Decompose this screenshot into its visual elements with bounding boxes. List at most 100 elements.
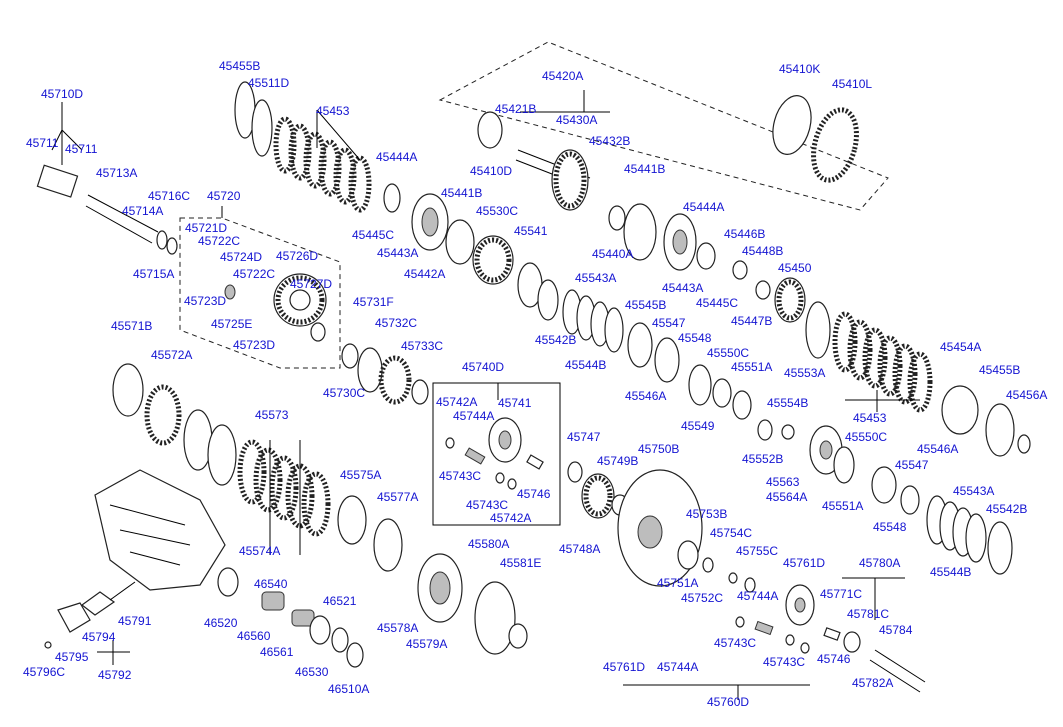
part-label: 45580A bbox=[468, 537, 510, 551]
part-label: 45713A bbox=[96, 166, 138, 180]
part-label: 45747 bbox=[567, 430, 601, 444]
part-label: 45410K bbox=[779, 62, 821, 76]
part-label: 45544B bbox=[565, 358, 607, 372]
part-label: 45755C bbox=[736, 544, 779, 558]
part-label: 45432B bbox=[589, 134, 631, 148]
part-label: 45780A bbox=[859, 556, 901, 570]
part-label: 45563 bbox=[766, 475, 800, 489]
part-label: 45746 bbox=[517, 487, 551, 501]
part-label: 45750B bbox=[638, 442, 680, 456]
part-label: 45543A bbox=[953, 484, 995, 498]
part-label: 45541 bbox=[514, 224, 548, 238]
part-label: 45744A bbox=[737, 589, 779, 603]
part-label: 45743C bbox=[466, 498, 509, 512]
part-label: 45441B bbox=[624, 162, 666, 176]
part-label: 45723D bbox=[233, 338, 276, 352]
carrier-45553a bbox=[757, 419, 1013, 575]
part-label: 45564A bbox=[766, 490, 808, 504]
part-label: 45448B bbox=[742, 244, 784, 258]
part-label: 45575A bbox=[340, 468, 382, 482]
part-label: 45445C bbox=[696, 296, 739, 310]
part-label: 45442A bbox=[404, 267, 446, 281]
part-label: 45782A bbox=[852, 676, 894, 690]
part-label: 45450 bbox=[778, 261, 812, 275]
part-label: 45551A bbox=[822, 499, 864, 513]
part-label: 45546A bbox=[917, 442, 959, 456]
part-label: 45711 bbox=[26, 136, 59, 150]
part-label: 45441B bbox=[441, 186, 483, 200]
part-label: 45551A bbox=[731, 360, 773, 374]
part-label: 45730C bbox=[323, 386, 366, 400]
part-label: 45430A bbox=[556, 113, 598, 127]
part-label: 45723D bbox=[184, 294, 227, 308]
part-label: 45792 bbox=[98, 668, 132, 682]
part-label: 45548 bbox=[873, 520, 907, 534]
part-label: 45715A bbox=[133, 267, 175, 281]
part-label: 45760D bbox=[707, 695, 750, 709]
part-label: 45732C bbox=[375, 316, 418, 330]
carrier-45726d bbox=[224, 273, 327, 342]
part-label: 45549 bbox=[681, 419, 715, 433]
part-label: 45574A bbox=[239, 544, 281, 558]
part-label: 45552B bbox=[742, 452, 784, 466]
part-label: 45752C bbox=[681, 591, 724, 605]
part-label: 45511D bbox=[248, 76, 290, 90]
clutch-45441b bbox=[608, 203, 806, 323]
part-label: 45577A bbox=[377, 490, 419, 504]
part-label: 45761D bbox=[783, 556, 826, 570]
part-label: 45721D bbox=[185, 221, 228, 235]
part-label: 45572A bbox=[151, 348, 193, 362]
part-label: 46520 bbox=[204, 616, 238, 630]
parts-4579x bbox=[44, 581, 136, 649]
part-label: 45571B bbox=[111, 319, 153, 333]
part-label: 45443A bbox=[377, 246, 419, 260]
clutch-stack-upper bbox=[234, 81, 401, 213]
input-shaft bbox=[36, 164, 178, 255]
part-label: 46530 bbox=[295, 665, 329, 679]
part-label: 45553A bbox=[784, 366, 826, 380]
part-label: 45731F bbox=[353, 295, 394, 309]
part-label: 46510A bbox=[328, 682, 370, 696]
part-label: 45420A bbox=[542, 69, 584, 83]
part-label: 45746 bbox=[817, 652, 851, 666]
part-label: 45447B bbox=[731, 314, 773, 328]
part-label: 45421B bbox=[495, 102, 537, 116]
part-label: 45581E bbox=[500, 556, 542, 570]
part-label: 45542B bbox=[986, 502, 1028, 516]
part-label: 45742A bbox=[490, 511, 532, 525]
part-label: 45548 bbox=[678, 331, 712, 345]
part-label: 45445C bbox=[352, 228, 395, 242]
part-label: 45749B bbox=[597, 454, 639, 468]
part-label: 45710D bbox=[41, 87, 84, 101]
part-label: 45725E bbox=[211, 317, 253, 331]
part-label: 45578A bbox=[377, 621, 419, 635]
part-label: 45771C bbox=[820, 587, 863, 601]
part-label: 45550C bbox=[707, 346, 750, 360]
group-box-45740d bbox=[432, 382, 561, 526]
clutch-stack-lower bbox=[112, 363, 528, 655]
part-label: 45794 bbox=[82, 630, 116, 644]
part-label: 45453 bbox=[316, 104, 350, 118]
part-label: 45544B bbox=[930, 565, 972, 579]
part-label: 45446B bbox=[724, 227, 766, 241]
part-label: 45444A bbox=[683, 200, 725, 214]
part-label: 46560 bbox=[237, 629, 271, 643]
part-label: 45453 bbox=[853, 411, 887, 425]
part-label: 45726D bbox=[276, 249, 319, 263]
part-label: 45573 bbox=[255, 408, 289, 422]
part-label: 45410D bbox=[470, 164, 513, 178]
rings-45410 bbox=[772, 95, 859, 183]
group-outline-45420a bbox=[438, 41, 889, 211]
part-label: 45751A bbox=[657, 576, 699, 590]
part-label: 45796C bbox=[23, 665, 66, 679]
part-label: 45727D bbox=[290, 277, 333, 291]
part-label: 45743C bbox=[439, 469, 482, 483]
part-label: 45781C bbox=[847, 607, 890, 621]
part-label: 45550C bbox=[845, 430, 888, 444]
drum-45750b bbox=[567, 461, 756, 593]
part-label: 45754C bbox=[710, 526, 753, 540]
part-label: 45547 bbox=[652, 316, 686, 330]
part-label: 45547 bbox=[895, 458, 929, 472]
